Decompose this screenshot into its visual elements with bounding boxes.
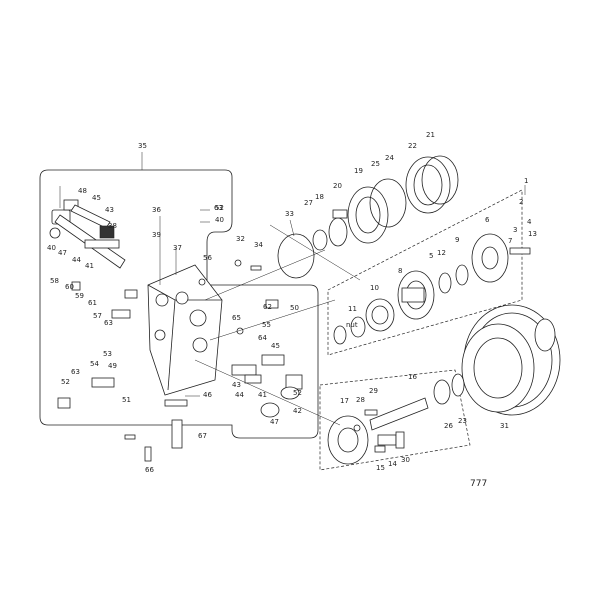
group-outline-1 bbox=[327, 189, 523, 356]
left-parts bbox=[49, 199, 188, 462]
part-label-44: 45 bbox=[92, 194, 101, 202]
part-label-23: 24 bbox=[385, 154, 394, 162]
part-label-26: 27 bbox=[304, 199, 313, 207]
part-label-74: 47 bbox=[270, 418, 279, 426]
valve-parts bbox=[198, 259, 303, 418]
motor-body bbox=[147, 264, 223, 396]
part-label-12: 13 bbox=[528, 230, 537, 238]
part-label-5: 6 bbox=[485, 216, 490, 224]
part-label-13: 14 bbox=[388, 460, 397, 468]
part-label-22: 23 bbox=[458, 417, 467, 425]
part-label-10: 11 bbox=[348, 305, 357, 313]
part-label-2: 3 bbox=[513, 226, 517, 234]
part-label-21: 22 bbox=[408, 142, 417, 150]
part-label-27: 28 bbox=[356, 396, 365, 404]
part-label-14: 15 bbox=[376, 464, 385, 472]
part-label-7: 8 bbox=[398, 267, 402, 275]
middle-assemblies bbox=[333, 233, 531, 345]
part-label-35: 36 bbox=[152, 206, 161, 214]
part-label-45: 46 bbox=[203, 391, 212, 399]
group-outline-lower bbox=[319, 369, 471, 471]
part-label-69: 63 bbox=[71, 368, 80, 376]
lower-assemblies bbox=[327, 373, 465, 465]
part-label-31: 32 bbox=[236, 235, 245, 243]
housing-31 bbox=[461, 304, 561, 416]
part-label-49: 50 bbox=[290, 304, 299, 312]
corner-mark: 777 bbox=[470, 479, 487, 489]
part-label-15: 16 bbox=[408, 373, 417, 381]
part-label-53: 54 bbox=[90, 360, 99, 368]
part-label-4: 5 bbox=[429, 252, 433, 260]
part-label-40: 41 bbox=[85, 262, 94, 270]
part-label-41: 42 bbox=[293, 407, 302, 415]
part-label-51: 52 bbox=[215, 204, 224, 212]
part-label-30: 31 bbox=[500, 422, 509, 430]
part-label-20: 21 bbox=[426, 131, 435, 139]
part-label-55: 56 bbox=[203, 254, 212, 262]
part-label-57: 58 bbox=[50, 277, 59, 285]
part-label-28: 29 bbox=[369, 387, 378, 395]
part-label-29: 30 bbox=[401, 456, 410, 464]
part-label-73: 41 bbox=[258, 391, 267, 399]
part-label-70: 44 bbox=[235, 391, 244, 399]
part-label-33: 34 bbox=[254, 241, 263, 249]
part-label-36: 37 bbox=[173, 244, 182, 252]
part-label-47: 48 bbox=[78, 187, 87, 195]
part-label-48: 49 bbox=[108, 362, 117, 370]
part-label-42: 43 bbox=[105, 206, 114, 214]
part-label-1: 2 bbox=[519, 198, 523, 206]
part-label-63: 64 bbox=[258, 334, 267, 342]
part-label-72: 43 bbox=[232, 381, 241, 389]
part-label-24: 25 bbox=[371, 160, 380, 168]
part-label-43: 44 bbox=[72, 256, 81, 264]
part-label-11: 12 bbox=[437, 249, 446, 257]
part-label-8: 9 bbox=[455, 236, 459, 244]
part-label-38: 39 bbox=[152, 231, 161, 239]
part-label-68: 52 bbox=[61, 378, 70, 386]
part-number-labels: 1234567891011121314151617181920212223242… bbox=[47, 131, 537, 474]
part-label-77: 52 bbox=[293, 389, 302, 397]
upper-assemblies bbox=[312, 155, 459, 251]
leader-lines bbox=[59, 152, 526, 426]
part-label-67: nut bbox=[346, 321, 358, 329]
part-label-75: 40 bbox=[215, 216, 224, 224]
part-label-3: 4 bbox=[527, 218, 532, 226]
part-label-58: 59 bbox=[75, 292, 84, 300]
part-label-64: 65 bbox=[232, 314, 241, 322]
part-label-66: 67 bbox=[198, 432, 207, 440]
part-label-37: 38 bbox=[108, 222, 117, 230]
part-label-19: 20 bbox=[333, 182, 342, 190]
ring-33 bbox=[277, 233, 315, 279]
part-label-62: 63 bbox=[104, 319, 113, 327]
part-label-71: 45 bbox=[271, 342, 280, 350]
part-label-9: 10 bbox=[370, 284, 379, 292]
part-label-54: 55 bbox=[262, 321, 271, 329]
part-label-56: 57 bbox=[93, 312, 102, 320]
part-label-76: 63 bbox=[214, 204, 223, 212]
part-label-32: 33 bbox=[285, 210, 294, 218]
part-label-50: 51 bbox=[122, 396, 131, 404]
part-label-59: 60 bbox=[65, 283, 74, 291]
part-label-46: 47 bbox=[58, 249, 67, 257]
part-label-6: 7 bbox=[508, 237, 512, 245]
part-label-18: 19 bbox=[354, 167, 363, 175]
part-label-39: 40 bbox=[47, 244, 56, 252]
part-label-34: 35 bbox=[138, 142, 147, 150]
part-label-16: 17 bbox=[340, 397, 349, 405]
part-label-25: 26 bbox=[444, 422, 453, 430]
group-outline-35 bbox=[39, 169, 319, 439]
part-label-61: 62 bbox=[263, 303, 272, 311]
part-label-65: 66 bbox=[145, 466, 154, 474]
part-label-52: 53 bbox=[103, 350, 112, 358]
part-label-0: 1 bbox=[524, 177, 528, 185]
part-label-60: 61 bbox=[88, 299, 97, 307]
part-label-17: 18 bbox=[315, 193, 324, 201]
